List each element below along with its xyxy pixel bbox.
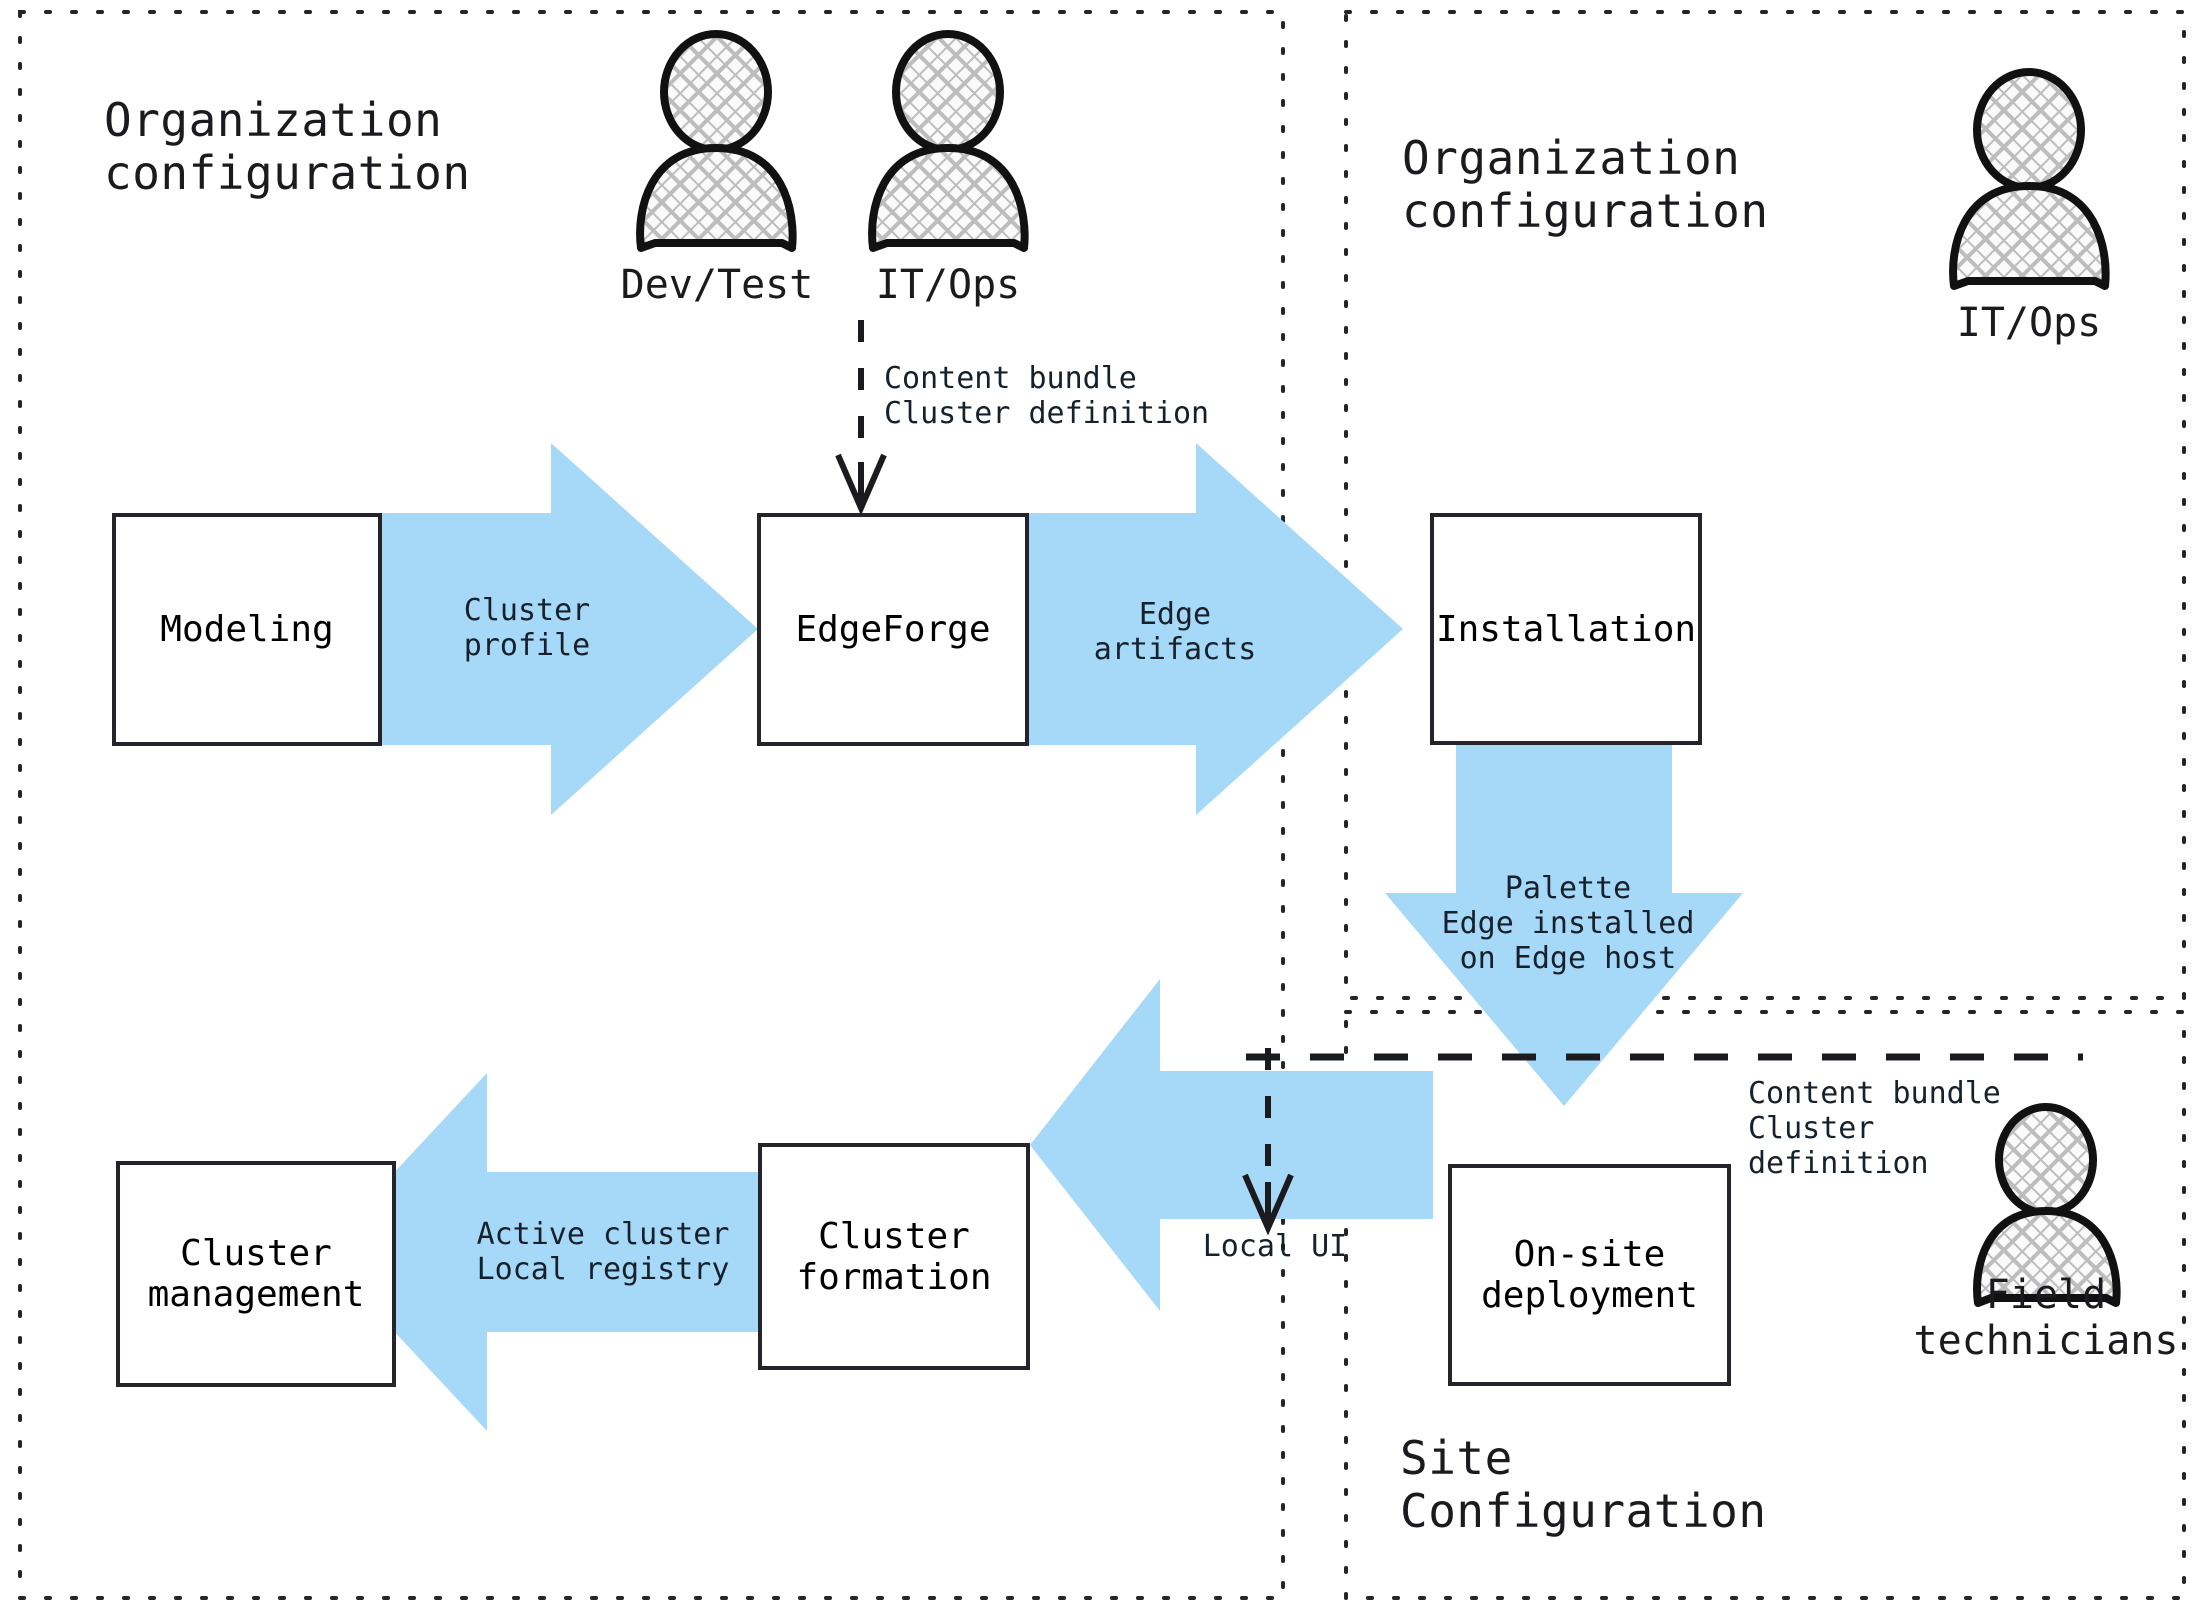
actor-field-technicians-icon: [1973, 1103, 2121, 1307]
box-installation[interactable]: Installation: [1430, 513, 1702, 745]
actor-it-ops-left-label: IT/Ops: [875, 262, 1021, 308]
box-installation-label: Installation: [1435, 608, 1697, 650]
arrow-local-ui-label: Local UI: [1202, 1229, 1348, 1264]
arrow-cluster-profile: [380, 443, 758, 815]
actor-dev-test-icon: [636, 30, 797, 252]
actor-it-ops-right-label: IT/Ops: [1956, 300, 2102, 346]
dashed-flow-local-ui: [1242, 1048, 1294, 1236]
actor-it-ops-left-icon: [868, 30, 1029, 252]
actor-dev-test-label: Dev/Test: [620, 262, 814, 308]
dashed-flow-content-bundle-top: [835, 320, 887, 516]
box-edgeforge-label: EdgeForge: [795, 609, 991, 650]
panel-org-left-border: [18, 10, 1285, 1600]
arrow-local-ui-left-pointing: [1030, 979, 1433, 1311]
arrow-edge-artifacts: [1027, 443, 1403, 815]
box-modeling-label: Modeling: [160, 609, 334, 650]
panel-site-border: [1344, 1010, 2186, 1600]
box-modeling[interactable]: Modeling: [112, 513, 382, 746]
arrow-active-cluster-local-registry: [320, 1073, 1030, 1431]
panel-org-right-border: [1344, 10, 2186, 1000]
arrow-palette-edge-installed: [1385, 742, 1743, 1106]
box-edgeforge[interactable]: EdgeForge: [757, 513, 1029, 746]
actor-it-ops-right-icon: [1949, 68, 2110, 290]
